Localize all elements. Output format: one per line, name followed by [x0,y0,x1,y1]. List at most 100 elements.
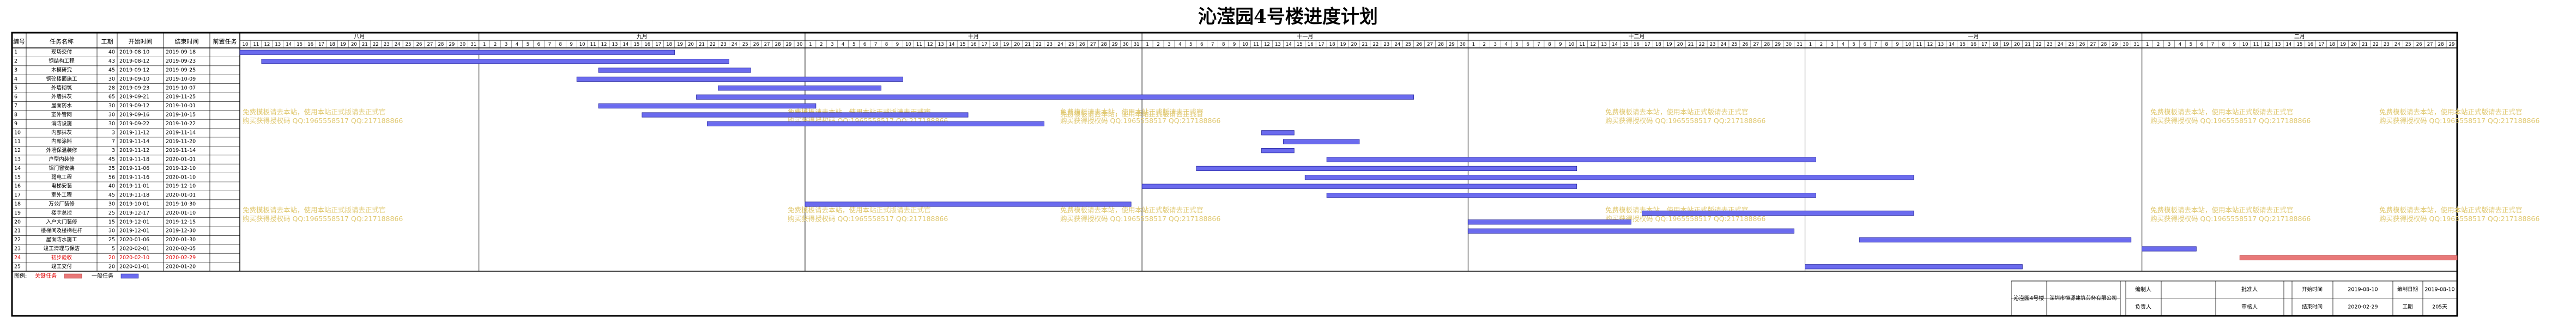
task-end: 2019-09-18 [166,50,196,56]
day-label: 1 [1146,42,1148,47]
day-label: 13 [1938,42,1944,47]
column-header: 编号 [13,38,25,45]
legend-label: 图例: [14,272,27,279]
day-label: 28 [438,42,444,47]
day-label: 1 [1809,42,1812,47]
column-header: 工期 [101,38,113,45]
task-id: 19 [14,210,21,216]
day-label: 14 [949,42,955,47]
task-duration: 5 [112,246,115,252]
day-label: 18 [992,42,998,47]
day-label: 24 [2058,42,2064,47]
watermark-line: 免费模板请去本站，使用本站正式版请去正式官 [1060,206,1204,214]
month-label: 十二月 [1628,33,1644,40]
task-id: 23 [14,246,21,252]
month-label: 二月 [2294,34,2305,40]
day-label: 5 [852,42,855,47]
column-header: 结束时间 [175,38,199,45]
day-label: 15 [1297,42,1303,47]
day-label: 26 [753,42,759,47]
day-label: 14 [1949,42,1955,47]
task-id: 11 [14,139,21,145]
day-label: 15 [1623,42,1629,47]
day-label: 26 [1416,42,1422,47]
task-end: 2019-12-15 [166,219,196,225]
task-name: 外墙保温装修 [46,147,77,154]
day-label: 23 [721,42,727,47]
task-bar [1326,157,1816,162]
day-label: 31 [2133,42,2139,47]
task-bar [1261,148,1295,154]
task-duration: 43 [108,58,115,64]
task-id: 14 [14,166,21,172]
outer-frame [11,32,2458,317]
task-duration: 30 [108,201,115,207]
day-label: 25 [1405,42,1411,47]
task-name: 内部抹灰 [51,129,72,136]
legend-critical-swatch [64,273,82,279]
task-start: 2019-11-01 [119,184,149,190]
day-label: 20 [2351,42,2357,47]
task-id: 4 [14,76,17,82]
day-label: 20 [1677,42,1683,47]
day-label: 31 [1797,42,1803,47]
task-start: 2019-09-16 [119,112,149,118]
task-name: 现场交付 [51,49,72,56]
day-label: 16 [1970,42,1976,47]
task-end: 2019-10-09 [166,76,196,82]
day-label: 7 [1537,42,1540,47]
month-label: 九月 [637,34,648,40]
task-bar [2142,246,2197,252]
day-label: 21 [1688,42,1694,47]
task-name: 竣工交付 [51,263,72,270]
day-label: 15 [633,42,639,47]
task-start: 2019-11-06 [119,166,149,172]
task-duration: 3 [112,130,115,136]
day-label: 10 [1568,42,1574,47]
task-duration: 20 [108,255,115,261]
day-label: 14 [622,42,628,47]
day-label: 29 [2449,42,2455,47]
task-end: 2020-01-01 [166,157,196,163]
task-id: 18 [14,201,21,207]
footer-duration-value: 205天 [2432,304,2447,310]
footer-end-label: 结束时间 [2302,304,2323,310]
watermark-line: 免费模板请去本站，使用本站正式版请去正式官 [2150,206,2294,214]
day-label: 29 [449,42,455,47]
day-label: 10 [579,42,585,47]
day-label: 14 [1612,42,1618,47]
task-end: 2020-02-29 [166,255,196,261]
watermark-line: 购买获得授权码 QQ:1965558517 QQ:217188866 [1605,117,1765,125]
task-name: 户型内装修 [49,156,75,163]
day-label: 12 [601,42,607,47]
task-end: 2019-10-22 [166,121,196,127]
task-start: 2019-09-12 [119,68,149,74]
task-name: 内部涂料 [51,138,72,145]
day-label: 8 [2222,42,2225,47]
day-label: 22 [2373,42,2379,47]
day-label: 9 [570,42,572,47]
day-label: 13 [612,42,618,47]
day-label: 18 [329,42,335,47]
task-id: 15 [14,174,21,180]
day-label: 16 [307,42,313,47]
day-label: 12 [927,42,933,47]
day-label: 25 [1731,42,1737,47]
day-label: 16 [971,42,977,47]
day-label: 23 [1047,42,1053,47]
month-label: 八月 [354,34,365,40]
task-bar [696,94,1414,100]
watermark-line: 免费模板请去本站，使用本站正式版请去正式官 [788,206,931,214]
task-name: 室外工程 [51,192,72,198]
task-end: 2019-11-25 [166,94,196,100]
day-label: 4 [842,42,844,47]
watermark-line: 免费模板请去本站，使用本站正式版请去正式官 [2379,108,2523,116]
task-start: 2019-09-23 [119,85,149,91]
task-name: 室外管网 [51,112,72,118]
day-label: 13 [938,42,944,47]
day-label: 20 [688,42,694,47]
day-label: 23 [384,42,390,47]
task-end: 2019-11-14 [166,148,196,154]
day-label: 21 [2025,42,2031,47]
day-label: 7 [548,42,551,47]
